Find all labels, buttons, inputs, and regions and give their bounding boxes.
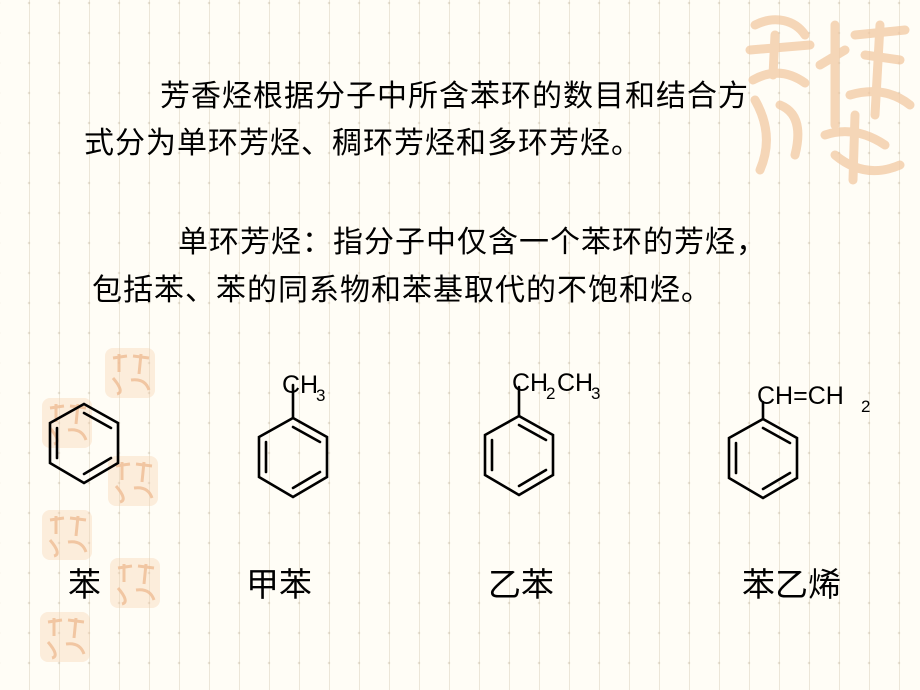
- toluene-ring: [257, 383, 329, 499]
- stamp-decoration: [110, 558, 160, 608]
- intro-paragraph-line-1: 芳香烃根据分子中所含苯环的数目和结合方: [160, 79, 749, 114]
- styrene-ring: [727, 400, 799, 500]
- substituent-text: CH: [557, 369, 593, 397]
- ethylbenzene-label: 乙苯: [488, 565, 554, 604]
- styrene-label: 苯乙烯: [742, 565, 841, 604]
- stamp-decoration: [105, 348, 155, 398]
- substituent-text: CH: [512, 369, 548, 397]
- substituent-text: CH: [282, 371, 318, 399]
- substituent-subscript: 2: [861, 397, 870, 416]
- benzene-ring: [48, 402, 120, 485]
- definition-paragraph-line-2: 包括苯、苯的同系物和苯基取代的不饱和烃。: [92, 273, 712, 308]
- ethylbenzene-ring: [483, 385, 555, 497]
- substituent-text: CH=CH: [757, 382, 844, 410]
- styrene-substituent: CH=CH 2: [757, 382, 870, 416]
- toluene-substituent: CH 3: [282, 371, 325, 405]
- stamp-decoration: [40, 612, 90, 662]
- benzene-label: 苯: [68, 565, 101, 604]
- substituent-subscript: 3: [316, 386, 325, 405]
- intro-paragraph-line-2: 式分为单环芳烃、稠环芳烃和多环芳烃。: [84, 126, 642, 161]
- substituent-subscript: 3: [591, 384, 600, 403]
- auspicious-seal-icon: [745, 15, 915, 185]
- definition-paragraph-line-1: 单环芳烃：指分子中仅含一个苯环的芳烃，: [178, 225, 767, 260]
- stamp-decoration: [42, 510, 92, 560]
- substituent-subscript: 2: [546, 384, 555, 403]
- ethylbenzene-substituent: CH 2 CH 3: [512, 369, 600, 403]
- toluene-label: 甲苯: [246, 565, 312, 604]
